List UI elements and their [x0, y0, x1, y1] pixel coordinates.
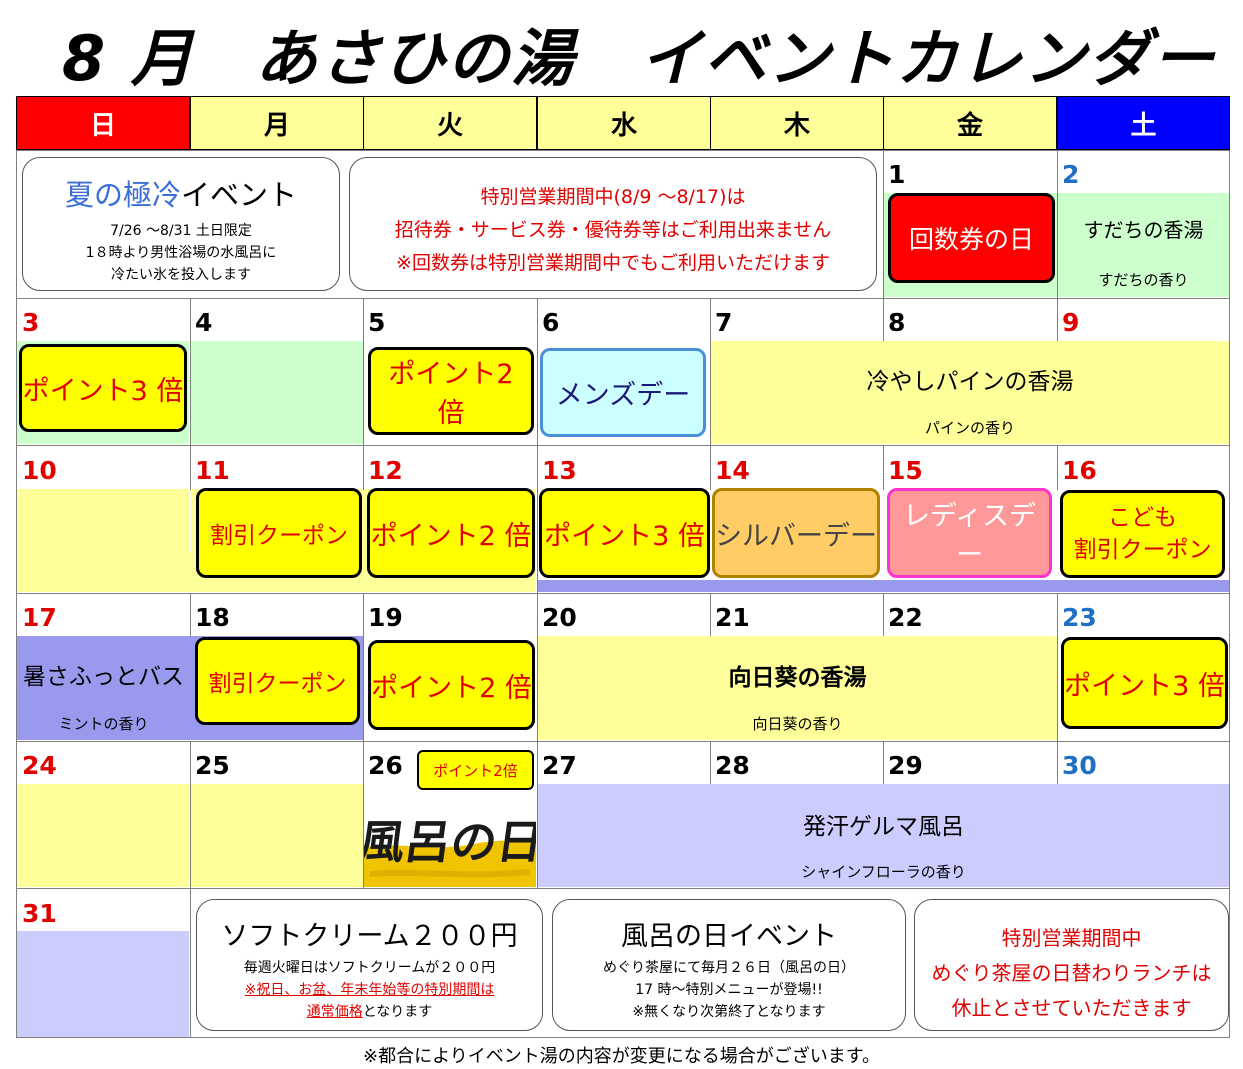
- furo-event-box: 風呂の日イベント めぐり茶屋にて毎月２６日（風呂の日） 17 時～特別メニューが…: [552, 899, 906, 1031]
- lunch-notice-box: 特別営業期間中 めぐり茶屋の日替わりランチは 休止とさせていただきます: [914, 899, 1229, 1031]
- silver-day-box: シルバーデー: [712, 488, 880, 578]
- soft-cream-line1: 毎週火曜日はソフトクリームが２００円: [243, 960, 496, 976]
- special-notice-line1: 特別営業期間中(8/9 ～8/17)は: [480, 186, 746, 208]
- day-13: 13: [542, 456, 577, 485]
- point3-box-day23: ポイント3 倍: [1061, 637, 1228, 729]
- atsusa-bath-label: 暑さふっとバス: [23, 664, 184, 690]
- special-notice-line2: 招待券・サービス券・優待券等はご利用出来ません: [394, 219, 832, 241]
- soft-cream-line3a: 通常価格: [306, 1004, 363, 1020]
- sudachi-bath-label: すだちの香湯: [1083, 218, 1204, 242]
- soft-cream-line3b: となります: [362, 1004, 433, 1020]
- furo-event-line2: 17 時～特別メニューが登場!!: [635, 982, 823, 998]
- himawari-bath-label: 向日葵の香湯: [728, 665, 867, 691]
- point2-box-day5: ポイント2 倍: [368, 347, 534, 435]
- title-month: 8 月: [62, 22, 195, 95]
- day-7: 7: [715, 308, 733, 337]
- weekday-sun: 日: [16, 96, 190, 150]
- day-16: 16: [1062, 456, 1097, 485]
- kids-coupon-line1: こども: [1108, 504, 1177, 531]
- shine-scent-label: シャインフローラの香り: [801, 863, 966, 881]
- day-4: 4: [195, 308, 213, 337]
- mint-scent-label: ミントの香り: [58, 715, 149, 733]
- day-8: 8: [888, 308, 906, 337]
- germa-bath-label: 発汗ゲルマ風呂: [803, 814, 964, 840]
- summer-event-box: 夏の極冷イベント 7/26 ～8/31 土日限定 1８時より男性浴場の水風呂に …: [22, 157, 340, 291]
- day-20: 20: [542, 603, 577, 632]
- weekday-mon: 月: [190, 96, 364, 150]
- day-14: 14: [715, 456, 750, 485]
- pine-bath-label: 冷やしパインの香湯: [866, 369, 1074, 395]
- day-28: 28: [715, 751, 750, 780]
- summer-event-line2: 1８時より男性浴場の水風呂に: [85, 245, 277, 261]
- day-17: 17: [22, 603, 57, 632]
- footer-note: ※都合によりイベント湯の内容が変更になる場合がございます。: [363, 1046, 880, 1067]
- furo-no-hi-stamp: 風呂の日: [364, 792, 536, 887]
- day-23: 23: [1062, 603, 1097, 632]
- sudachi-scent-label: すだちの香り: [1098, 271, 1189, 289]
- weekday-thu: 木: [710, 96, 884, 150]
- coupon-box-day11: 割引クーポン: [196, 488, 362, 578]
- furo-event-title: 風呂の日イベント: [621, 921, 837, 952]
- weekday-tue: 火: [363, 96, 537, 150]
- day-25: 25: [195, 751, 230, 780]
- soft-cream-title: ソフトクリーム２００円: [221, 921, 518, 952]
- furo-event-line3: ※無くなり次第終了となります: [632, 1004, 826, 1020]
- ladies-day-box: レディスデー: [887, 488, 1052, 578]
- day-18: 18: [195, 603, 230, 632]
- point3-box-day3: ポイント3 倍: [19, 344, 187, 432]
- mens-day-box: メンズデー: [540, 348, 706, 437]
- lunch-notice-line3: 休止とさせていただきます: [951, 996, 1192, 1020]
- day-10: 10: [22, 456, 57, 485]
- himawari-scent-label: 向日葵の香り: [752, 715, 843, 733]
- weekday-sat: 土: [1057, 96, 1230, 150]
- title-subtitle: イベントカレンダー: [640, 22, 1217, 95]
- day-11: 11: [195, 456, 230, 485]
- kids-coupon-box: こども 割引クーポン: [1060, 490, 1225, 578]
- day-31: 31: [22, 899, 57, 928]
- special-notice-box: 特別営業期間中(8/9 ～8/17)は 招待券・サービス券・優待券等はご利用出来…: [349, 157, 877, 291]
- day-2: 2: [1062, 160, 1080, 189]
- day-30: 30: [1062, 751, 1097, 780]
- lunch-notice-line2: めぐり茶屋の日替わりランチは: [931, 961, 1212, 985]
- calendar-grid: [16, 150, 1230, 1038]
- summer-event-line3: 冷たい氷を投入します: [111, 267, 251, 283]
- title-name: あさひの湯: [255, 22, 576, 95]
- furo-event-line1: めぐり茶屋にて毎月２６日（風呂の日）: [603, 960, 855, 976]
- day-21: 21: [715, 603, 750, 632]
- day-24: 24: [22, 751, 57, 780]
- day-9: 9: [1062, 308, 1080, 337]
- soft-cream-box: ソフトクリーム２００円 毎週火曜日はソフトクリームが２００円 ※祝日、お盆、年末…: [196, 899, 543, 1031]
- day-12: 12: [368, 456, 403, 485]
- point2-small-box-day26: ポイント2倍: [417, 750, 534, 790]
- page-title: 8 月 あさひの湯 イベントカレンダー: [0, 8, 1243, 95]
- furo-no-hi-stamp-graphic: 風呂の日: [364, 792, 536, 887]
- point2-box-day12: ポイント2 倍: [367, 488, 535, 578]
- day-1: 1: [888, 160, 906, 189]
- point2-box-day19: ポイント2 倍: [368, 640, 535, 730]
- lunch-notice-line1: 特別営業期間中: [1001, 926, 1142, 950]
- pine-scent-label: パインの香り: [924, 419, 1015, 437]
- summer-event-title-a: 夏の極冷: [64, 178, 181, 212]
- kaisuken-day-box: 回数券の日: [888, 193, 1055, 283]
- furo-no-hi-stamp-text: 風呂の日: [364, 815, 536, 869]
- point3-box-day13: ポイント3 倍: [539, 488, 710, 578]
- coupon-box-day18: 割引クーポン: [195, 637, 360, 725]
- day-29: 29: [888, 751, 923, 780]
- weekday-fri: 金: [883, 96, 1057, 150]
- day-6: 6: [542, 308, 560, 337]
- day-27: 27: [542, 751, 577, 780]
- kids-coupon-line2: 割引クーポン: [1073, 537, 1212, 563]
- special-notice-line3: ※回数券は特別営業期間中でもご利用いただけます: [396, 252, 830, 274]
- day-19: 19: [368, 603, 403, 632]
- day-26: 26: [368, 751, 403, 780]
- day-3: 3: [22, 308, 40, 337]
- day-5: 5: [368, 308, 386, 337]
- day-22: 22: [888, 603, 923, 632]
- weekday-wed: 水: [537, 96, 711, 150]
- soft-cream-line2: ※祝日、お盆、年末年始等の特別期間は: [244, 982, 495, 998]
- summer-event-line1: 7/26 ～8/31 土日限定: [110, 223, 252, 239]
- day-15: 15: [888, 456, 923, 485]
- summer-event-title-b: イベント: [181, 178, 298, 212]
